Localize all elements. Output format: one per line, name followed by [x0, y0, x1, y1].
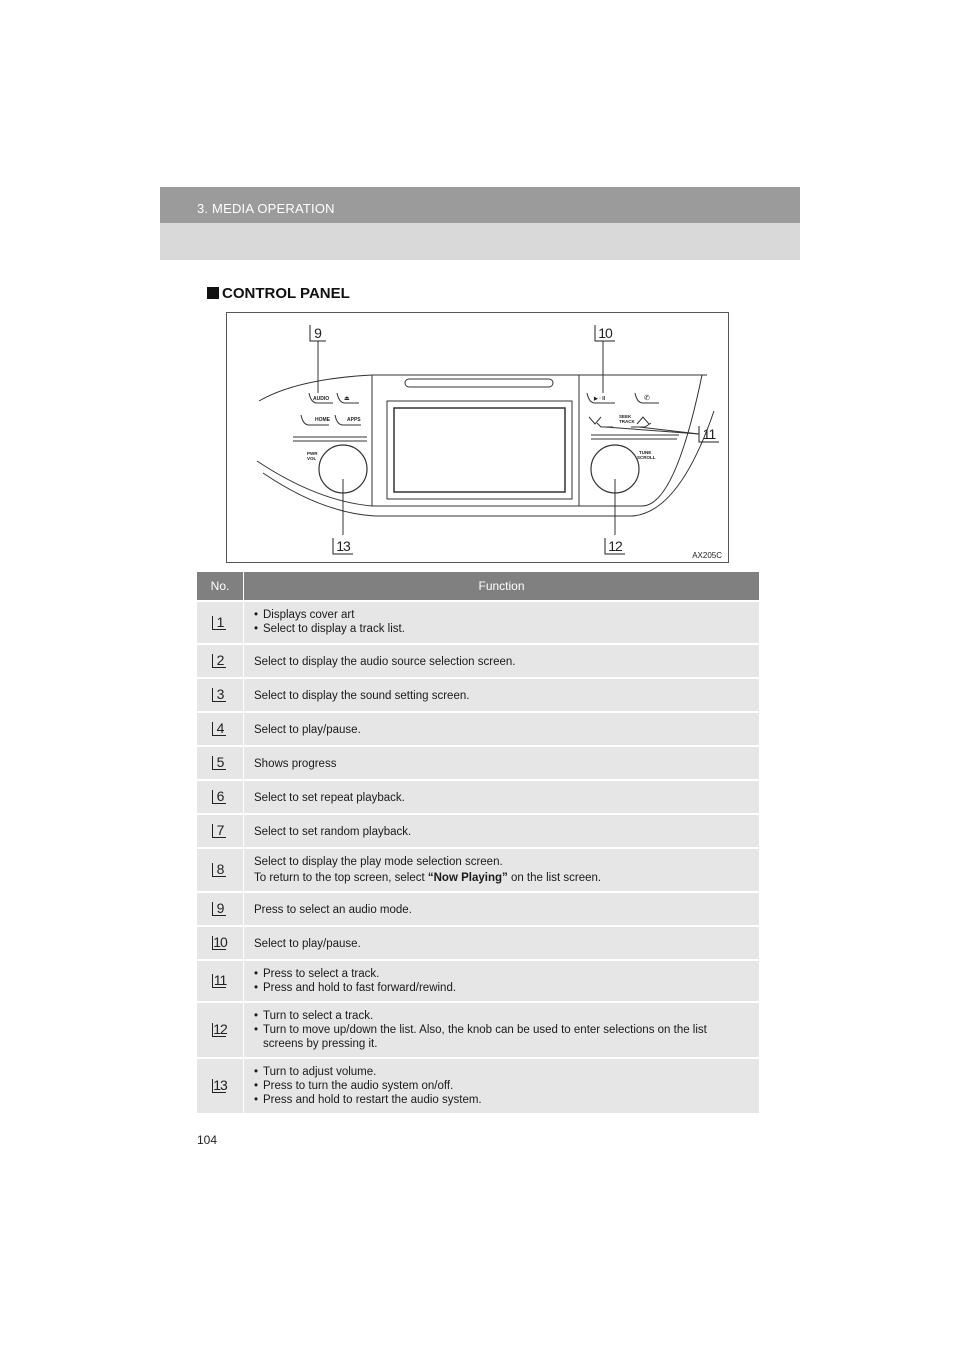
- track-label: TRACK: [619, 419, 635, 424]
- table-row: 6 Select to set repeat playback.: [197, 779, 759, 813]
- function-text: Select to display the audio source selec…: [254, 656, 516, 668]
- row-number-box: 9: [212, 901, 226, 916]
- row-number-box: 13: [212, 1077, 228, 1093]
- row-number-box: 10: [212, 934, 228, 950]
- svg-text:11: 11: [703, 426, 717, 442]
- row-number-box: 12: [212, 1021, 228, 1037]
- function-text: Press to turn the audio system on/off.: [254, 1079, 749, 1093]
- control-panel-drawing: AUDIO ⏏ HOME APPS PWR VOL ▶ · II ✆ SEEK …: [256, 325, 719, 555]
- function-text: Select to display the sound setting scre…: [254, 690, 470, 702]
- function-text: Press to select a track.: [254, 967, 749, 981]
- row-number-box: 7: [212, 823, 226, 838]
- chapter-header-subbar: [160, 223, 800, 260]
- apps-button-label: APPS: [347, 417, 361, 423]
- table-row: 2 Select to display the audio source sel…: [197, 643, 759, 677]
- chapter-header-bar: [160, 187, 800, 223]
- table-row: 12 Turn to select a track. Turn to move …: [197, 1001, 759, 1057]
- function-text: Turn to move up/down the list. Also, the…: [254, 1023, 749, 1051]
- row-number-box: 3: [212, 687, 226, 702]
- table-row: 13 Turn to adjust volume. Press to turn …: [197, 1057, 759, 1113]
- svg-text:12: 12: [608, 538, 623, 554]
- home-button-label: HOME: [315, 417, 331, 423]
- row-number-box: 11: [212, 972, 227, 988]
- audio-button-label: AUDIO: [313, 396, 329, 402]
- table-row: 5 Shows progress: [197, 745, 759, 779]
- callout-13: 13: [332, 538, 353, 555]
- table-row: 10 Select to play/pause.: [197, 925, 759, 959]
- section-heading: CONTROL PANEL: [207, 285, 350, 302]
- play-pause-button-label: ▶ · II: [593, 396, 606, 402]
- function-note: To return to the top screen, select “Now…: [254, 872, 602, 884]
- table-row: 9 Press to select an audio mode.: [197, 891, 759, 925]
- row-number-box: 2: [212, 653, 226, 668]
- function-text: Select to play/pause.: [254, 938, 361, 950]
- scroll-label: SCROLL: [637, 455, 656, 460]
- chapter-title: 3. MEDIA OPERATION: [197, 201, 335, 216]
- pwr-label: PWR: [307, 451, 318, 456]
- function-text: Select to display a track list.: [254, 622, 749, 636]
- section-title-text: CONTROL PANEL: [222, 285, 350, 302]
- function-text: Press and hold to restart the audio syst…: [254, 1093, 749, 1107]
- chapter-header: 3. MEDIA OPERATION: [160, 187, 800, 260]
- row-number-box: 4: [212, 721, 226, 736]
- table-row: 7 Select to set random playback.: [197, 813, 759, 847]
- column-header-no: No.: [197, 572, 244, 600]
- callout-12: 12: [604, 538, 625, 555]
- table-header: No. Function: [197, 572, 759, 600]
- row-number-box: 1: [212, 614, 226, 630]
- figure-code: AX205C: [692, 551, 722, 560]
- control-panel-illustration: AUDIO ⏏ HOME APPS PWR VOL ▶ · II ✆ SEEK …: [226, 312, 729, 563]
- callout-10: 10: [594, 325, 615, 342]
- row-number-box: 5: [212, 755, 226, 770]
- svg-text:9: 9: [314, 325, 322, 341]
- callout-9: 9: [309, 325, 326, 342]
- table-row: 1 Displays cover art Select to display a…: [197, 600, 759, 643]
- table-row: 11 Press to select a track. Press and ho…: [197, 959, 759, 1001]
- eject-button-label: ⏏: [344, 396, 350, 402]
- column-header-function: Function: [478, 579, 525, 593]
- vol-label: VOL: [307, 456, 317, 461]
- svg-text:13: 13: [336, 538, 351, 554]
- function-text: Select to display the play mode selectio…: [254, 856, 503, 868]
- function-text: Turn to select a track.: [254, 1009, 749, 1023]
- now-playing-label: “Now Playing”: [427, 872, 508, 884]
- row-number-box: 8: [212, 862, 226, 877]
- function-text: Press to select an audio mode.: [254, 904, 412, 916]
- page-number: 104: [197, 1133, 218, 1147]
- tune-label: TUNE: [639, 450, 651, 455]
- svg-text:10: 10: [598, 325, 613, 341]
- table-row: 4 Select to play/pause.: [197, 711, 759, 745]
- function-text: Displays cover art: [254, 608, 749, 622]
- square-bullet-icon: [207, 287, 219, 299]
- function-text: Turn to adjust volume.: [254, 1065, 749, 1079]
- function-table: No. Function 1 Displays cover art Select…: [197, 572, 759, 1113]
- function-text: Press and hold to fast forward/rewind.: [254, 981, 749, 995]
- table-row: 8 Select to display the play mode select…: [197, 847, 759, 891]
- seek-label: SEEK: [619, 414, 632, 419]
- table-row: 3 Select to display the sound setting sc…: [197, 677, 759, 711]
- phone-icon: ✆: [644, 394, 650, 402]
- function-text: Select to play/pause.: [254, 724, 361, 736]
- function-text: Shows progress: [254, 758, 337, 770]
- callout-11: 11: [698, 426, 719, 443]
- row-number-box: 6: [212, 789, 226, 804]
- function-text: Select to set repeat playback.: [254, 792, 405, 804]
- function-text: Select to set random playback.: [254, 826, 412, 838]
